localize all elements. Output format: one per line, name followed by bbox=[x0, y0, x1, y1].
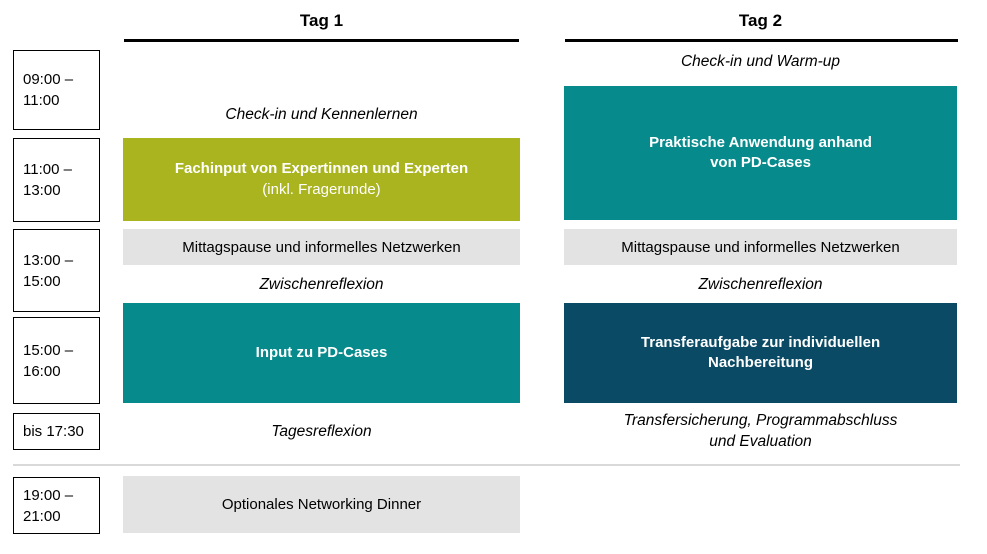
evening-divider bbox=[13, 464, 960, 466]
day2-praktische-anwendung-block: Praktische Anwendung anhand von PD-Cases bbox=[564, 86, 957, 220]
day2-zwischenreflexion-label: Zwischenreflexion bbox=[698, 275, 823, 293]
day2-lunch-row: Mittagspause und informelles Netzwerken bbox=[564, 229, 957, 265]
time-slot-1100-1300: 11:00 – 13:00 bbox=[13, 138, 100, 222]
day1-networking-dinner-row: Optionales Networking Dinner bbox=[123, 476, 520, 533]
time-slot-1900-2100: 19:00 – 21:00 bbox=[13, 477, 100, 534]
day2-header-underline bbox=[565, 39, 958, 42]
day1-header-underline bbox=[124, 39, 519, 42]
time-slot-bis-1730: bis 17:30 bbox=[13, 413, 100, 450]
day1-checkin-label: Check-in und Kennenlernen bbox=[225, 105, 418, 123]
day1-tagesreflexion-label: Tagesreflexion bbox=[271, 422, 372, 440]
day2-title: Tag 2 bbox=[738, 11, 783, 30]
time-slot-1500-1600: 15:00 – 16:00 bbox=[13, 317, 100, 404]
day1-fachinput-block: Fachinput von Expertinnen und Experten (… bbox=[123, 138, 520, 221]
day1-zwischenreflexion-label: Zwischenreflexion bbox=[259, 275, 384, 293]
day2-praktische-anwendung-label: Praktische Anwendung anhand von PD-Cases bbox=[649, 133, 872, 171]
time-slot-1300-1500: 13:00 – 15:00 bbox=[13, 229, 100, 312]
day2-transferaufgabe-label: Transferaufgabe zur individuellen Nachbe… bbox=[640, 333, 881, 371]
day1-lunch-row: Mittagspause und informelles Netzwerken bbox=[123, 229, 520, 265]
day1-input-pd-cases-block: Input zu PD-Cases bbox=[123, 303, 520, 403]
day1-title: Tag 1 bbox=[299, 11, 344, 30]
day1-fachinput-title: Fachinput von Expertinnen und Experten bbox=[174, 160, 469, 178]
time-slot-0900-1100: 09:00 – 11:00 bbox=[13, 50, 100, 130]
day2-checkin-label: Check-in und Warm-up bbox=[680, 52, 841, 70]
day2-transferaufgabe-block: Transferaufgabe zur individuellen Nachbe… bbox=[564, 303, 957, 403]
day2-abschluss-label: Transfersicherung, Programmabschluss und… bbox=[623, 412, 898, 450]
day1-fachinput-subtitle: (inkl. Fragerunde) bbox=[262, 180, 381, 198]
day1-input-pd-cases-label: Input zu PD-Cases bbox=[255, 343, 388, 361]
